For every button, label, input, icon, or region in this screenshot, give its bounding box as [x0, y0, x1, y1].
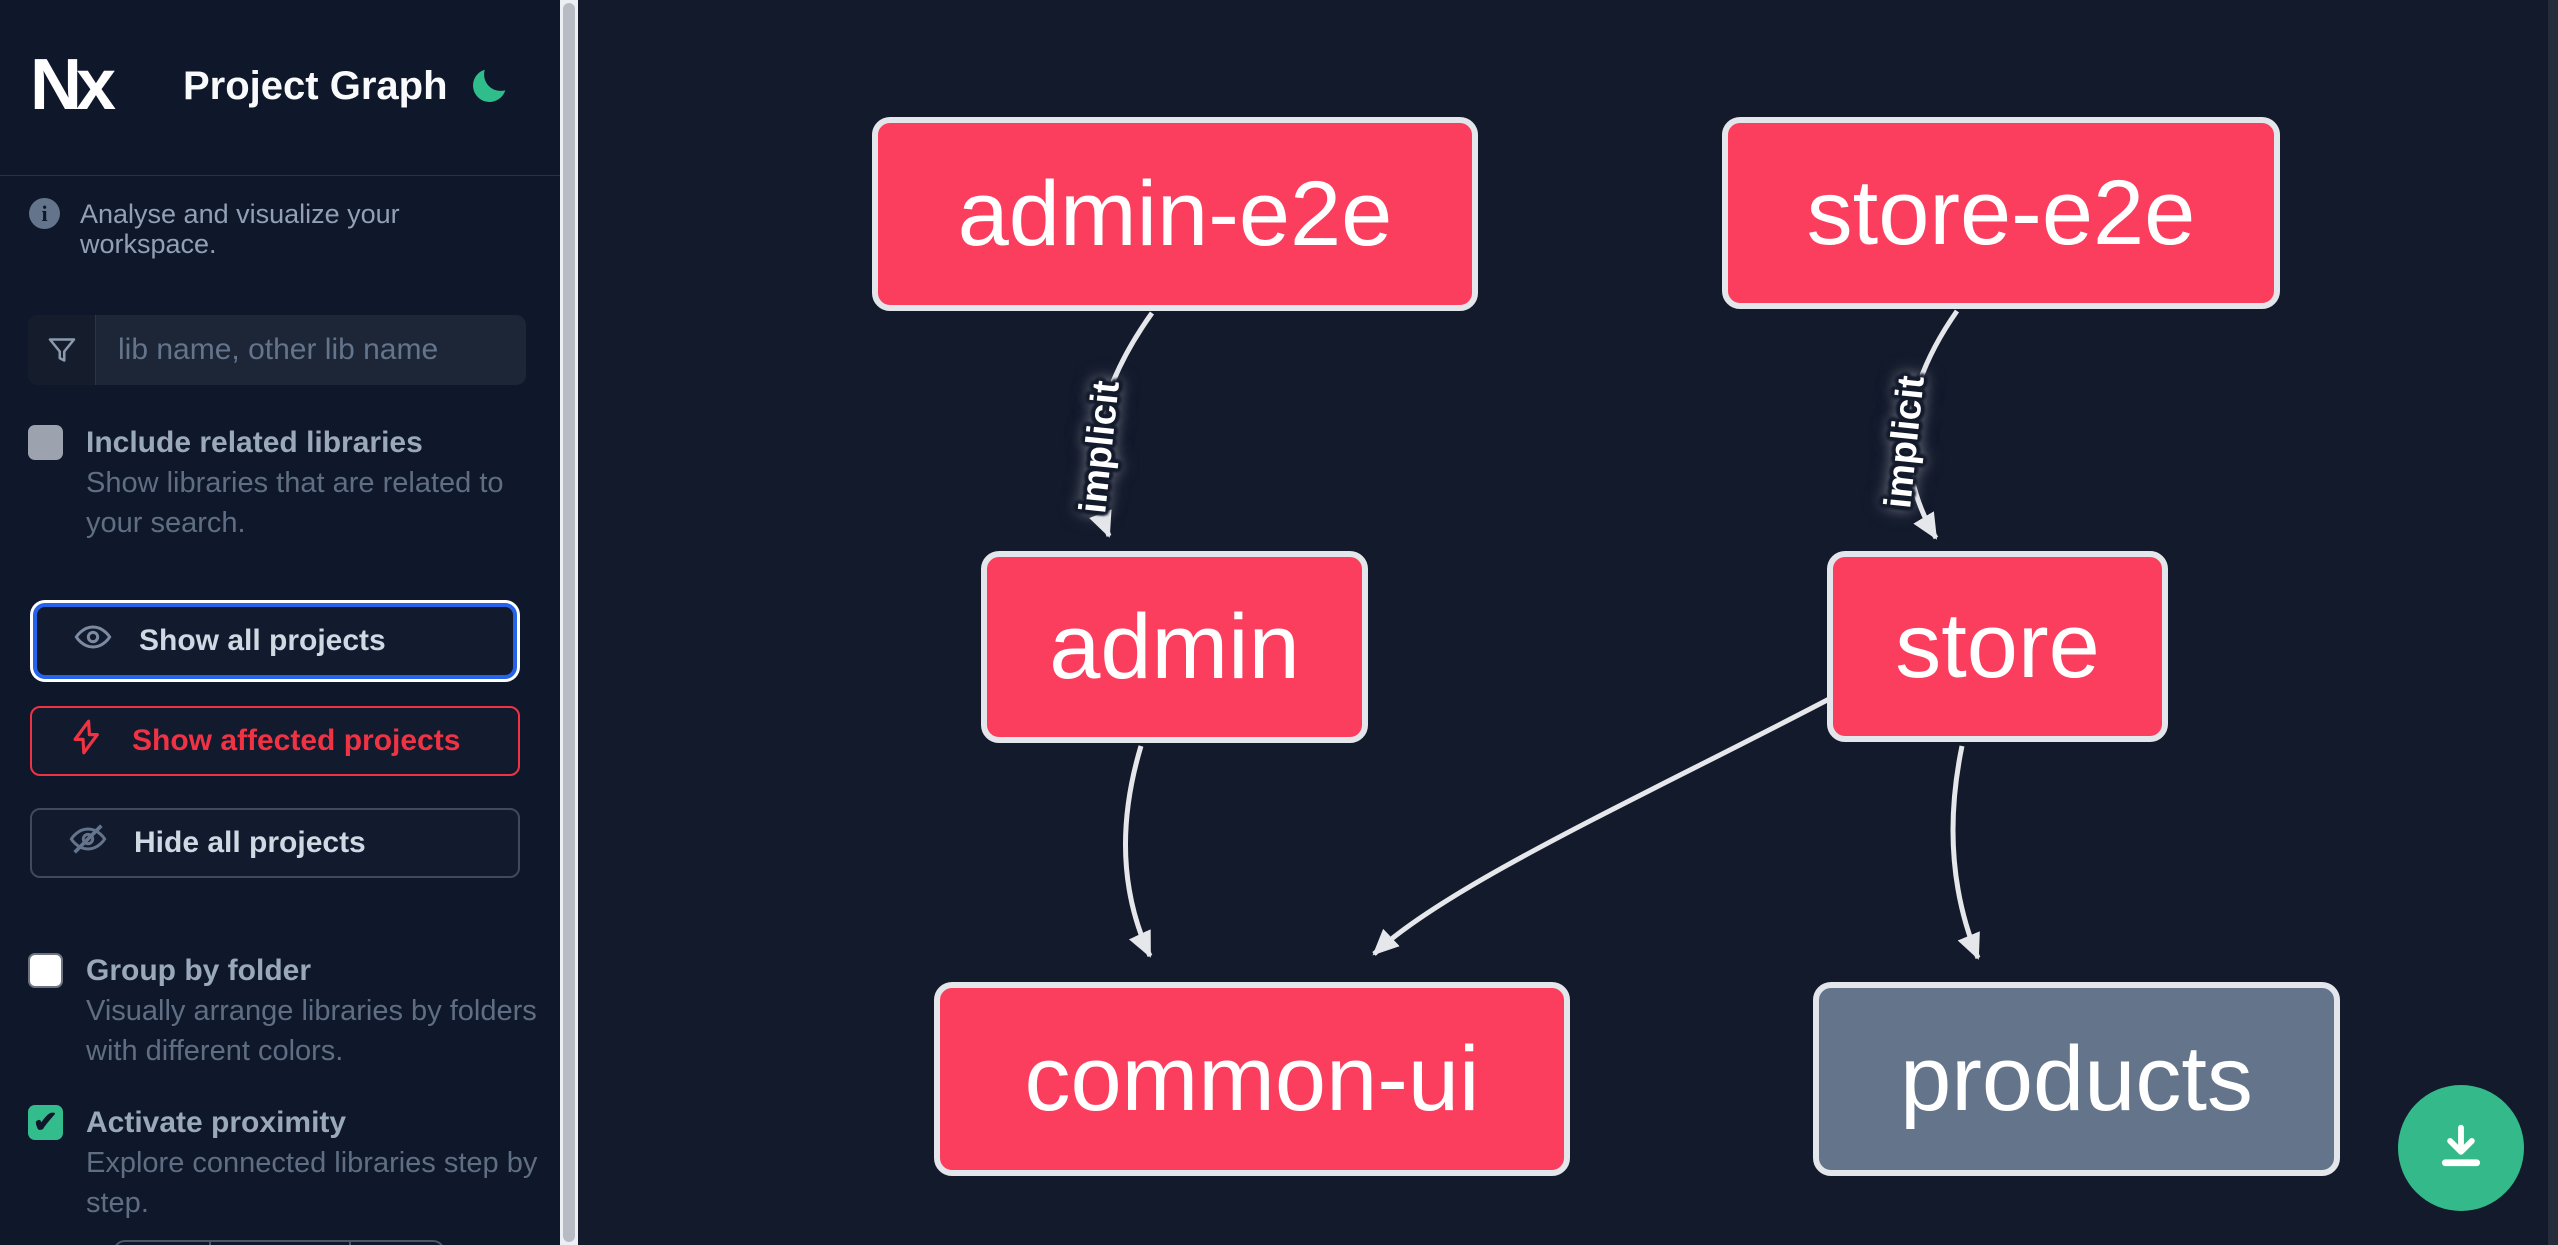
include-related-checkbox[interactable]: [28, 425, 63, 460]
edge-admin-e2e-admin: [1089, 311, 1155, 538]
graph-node-products[interactable]: products: [1813, 982, 2340, 1176]
option-description: Visually arrange libraries by folders wi…: [86, 995, 537, 1067]
search-input[interactable]: [96, 315, 526, 385]
eye-off-icon: [68, 819, 108, 867]
filter-funnel-icon: [28, 315, 96, 385]
option-label[interactable]: Activate proximity: [86, 1106, 347, 1139]
proximity-stepper[interactable]: [113, 1240, 445, 1245]
workspace-info-row: i Analyse and visualize your workspace.: [29, 196, 529, 259]
graph-node-admin[interactable]: admin: [981, 551, 1368, 743]
proximity-decrement-segment[interactable]: [115, 1242, 211, 1245]
nx-logo-icon: Nx: [30, 45, 116, 125]
edge-admin-common-ui: [1123, 745, 1153, 958]
show-affected-projects-button[interactable]: Show affected projects: [30, 706, 520, 776]
sidebar: Nx Project Graph i Analyse and visualize…: [0, 0, 560, 1245]
canvas-scrollbar-track[interactable]: [2548, 0, 2558, 1245]
page-title: Project Graph: [183, 64, 448, 108]
group-by-folder-checkbox[interactable]: [28, 953, 63, 988]
hide-all-projects-button[interactable]: Hide all projects: [30, 808, 520, 878]
edge-store-products: [1950, 745, 1981, 960]
option-description: Explore connected libraries step by step…: [86, 1147, 538, 1219]
moon-icon: [466, 69, 512, 112]
option-description: Show libraries that are related to your …: [86, 467, 504, 539]
info-text: Analyse and visualize your workspace.: [80, 199, 400, 259]
graph-node-common-ui[interactable]: common-ui: [934, 982, 1570, 1176]
proximity-value-segment: [211, 1242, 351, 1245]
activate-proximity-checkbox[interactable]: ✔: [28, 1105, 63, 1140]
edge-store-e2e-store: [1906, 309, 1960, 540]
show-all-projects-button[interactable]: Show all projects: [33, 603, 517, 679]
sidebar-scrollbar-thumb[interactable]: [563, 3, 575, 1242]
option-label[interactable]: Group by folder: [86, 954, 311, 987]
option-label[interactable]: Include related libraries: [86, 426, 423, 459]
lightning-bolt-icon: [68, 718, 106, 764]
download-image-button[interactable]: [2398, 1085, 2524, 1211]
graph-node-store-e2e[interactable]: store-e2e: [1722, 117, 2280, 309]
graph-node-store[interactable]: store: [1827, 551, 2168, 742]
button-label: Hide all projects: [134, 826, 366, 859]
eye-icon: [73, 617, 113, 665]
button-label: Show affected projects: [132, 724, 461, 757]
search-box: [28, 315, 526, 385]
download-icon: [2432, 1118, 2490, 1179]
button-label: Show all projects: [139, 624, 386, 657]
info-icon: i: [29, 198, 60, 229]
dark-mode-toggle-button[interactable]: [462, 60, 516, 114]
edge-store-common-ui: [1372, 694, 1835, 956]
sidebar-scrollbar-track[interactable]: [560, 0, 578, 1245]
sidebar-header: Nx Project Graph: [0, 0, 560, 176]
graph-node-admin-e2e[interactable]: admin-e2e: [872, 117, 1478, 311]
